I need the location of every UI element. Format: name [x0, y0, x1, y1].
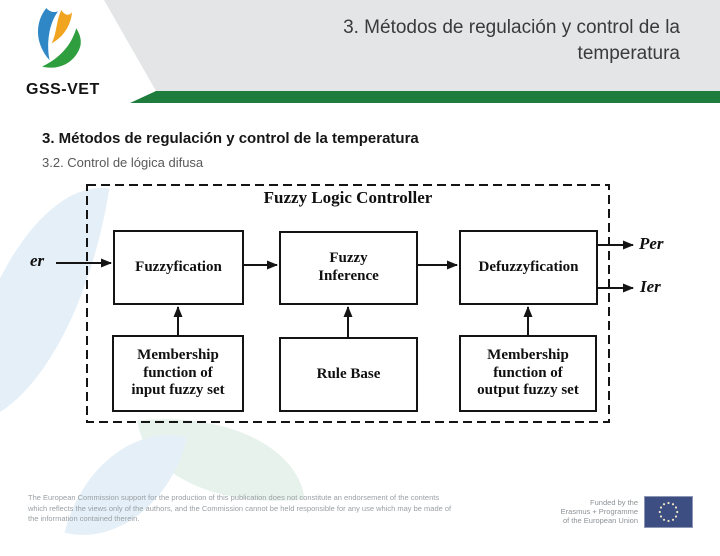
logo-text: GSS-VET — [26, 81, 100, 98]
header-accent-bar — [130, 91, 720, 103]
section-subheading: 3.2. Control de lógica difusa — [42, 155, 204, 170]
gss-vet-logo: GSS-VET — [24, 6, 124, 99]
label-ier-output: Ier — [640, 277, 661, 296]
erasmus-funding-text: Funded by the Erasmus + Programme of the… — [560, 498, 638, 525]
box-fuzzyfication: Fuzzyfication — [113, 230, 244, 305]
diagram-title: Fuzzy Logic Controller — [263, 188, 433, 207]
section-heading: 3. Métodos de regulación y control de la… — [42, 130, 419, 147]
gss-vet-logo-icon — [37, 8, 81, 68]
box-membership-output: Membership function of output fuzzy set — [459, 335, 597, 412]
box-membership-input: Membership function of input fuzzy set — [112, 335, 244, 412]
header-band — [104, 0, 720, 91]
background-leaf-shape — [0, 170, 110, 442]
label-er-input: er — [30, 251, 45, 270]
box-fuzzy-inference: Fuzzy Inference — [279, 231, 418, 305]
label-per-output: Per — [639, 234, 664, 253]
slide-title: 3. Métodos de regulación y control de la… — [343, 17, 680, 64]
eu-disclaimer-text: The European Commission support for the … — [28, 493, 452, 523]
eu-flag-icon — [644, 496, 693, 528]
box-defuzzyfication: Defuzzyfication — [459, 230, 598, 305]
box-rule-base: Rule Base — [279, 337, 418, 412]
background-leaf-shape — [64, 414, 188, 556]
